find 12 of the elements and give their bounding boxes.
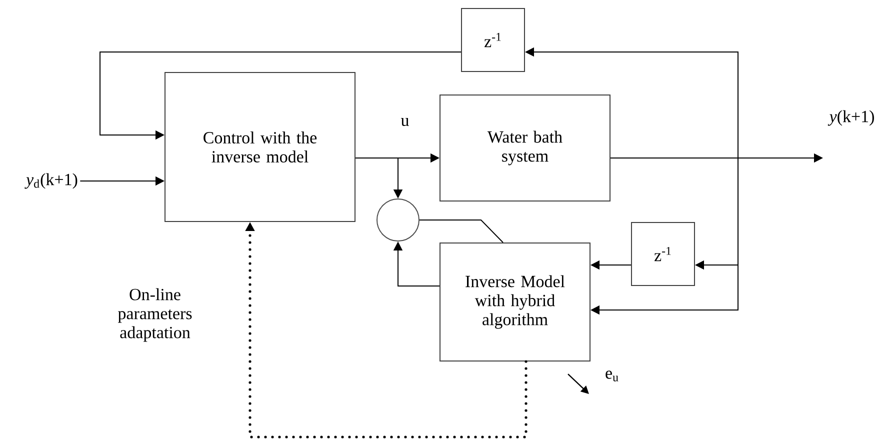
text-label: e$_{u}$ <box>606 370 618 382</box>
text-label: u <box>400 118 409 126</box>
block-box: Inverse Model with hybrid algorithm <box>440 242 590 362</box>
signal-label: y(k+1) <box>828 110 874 126</box>
block-box: Water bath system <box>440 94 610 202</box>
block-box: Control with the inverse model <box>164 72 356 222</box>
signal-label: y$_{d}$(k+1) <box>24 173 78 189</box>
summing-circle <box>376 198 420 242</box>
delay-box: z$^{-1}$ <box>631 222 695 286</box>
connector-line <box>419 220 504 243</box>
text-label: On-line parameters adaptation <box>118 288 192 342</box>
delay-box: z$^{-1}$ <box>461 8 525 72</box>
